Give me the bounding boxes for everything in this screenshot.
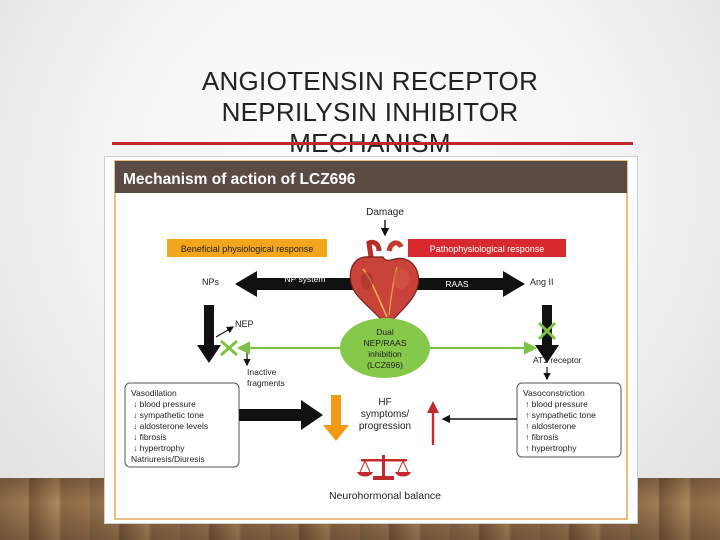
dual-line-2: NEP/RAAS	[364, 338, 407, 348]
patho-label: Pathophysiological response	[430, 244, 545, 254]
nep-label: NEP	[235, 319, 254, 329]
heart-illustration	[349, 239, 420, 329]
np-down-arrow	[197, 305, 221, 363]
inactive-line-2: fragments	[247, 378, 285, 388]
damage-label: Damage	[366, 207, 404, 218]
title-line-1: ANGIOTENSIN RECEPTOR	[201, 66, 539, 96]
vasodilation-to-hf-arrow	[239, 400, 323, 430]
hf-down-arrow	[323, 395, 349, 441]
hf-line-1: HF	[378, 397, 391, 408]
patho-bar	[408, 239, 566, 257]
right-item-5: ↑ hypertrophy	[525, 443, 577, 453]
dual-line-1: Dual	[376, 327, 394, 337]
slide-title: ANGIOTENSIN RECEPTOR NEPRILYSIN INHIBITO…	[110, 66, 630, 159]
dual-line-4: (LCZ696)	[367, 360, 403, 370]
np-system-label: NP system	[285, 274, 326, 284]
ang-down-arrow	[535, 305, 559, 363]
left-item-3: ↓ aldosterone levels	[133, 421, 208, 431]
dual-inhibition-circle	[340, 318, 430, 378]
left-box-footer: Natriuresis/Diuresis	[131, 454, 205, 464]
beneficial-bar	[167, 239, 327, 257]
nep-block-x	[220, 339, 238, 357]
right-item-4: ↑ fibrosis	[525, 432, 559, 442]
vasodilation-box	[124, 382, 240, 468]
dual-line-3: inhibition	[368, 349, 402, 359]
vasodilation-heading: Vasodilation	[131, 388, 177, 398]
neurohormonal-label: Neurohormonal balance	[329, 490, 441, 502]
left-item-5: ↓ hypertrophy	[133, 443, 185, 453]
right-item-2: ↑ sympathetic tone	[525, 410, 596, 420]
figure-header-bar	[115, 161, 627, 193]
inactive-line-1: Inactive	[247, 367, 277, 377]
nep-arrow	[215, 326, 235, 338]
right-item-3: ↑ aldosterone	[525, 421, 576, 431]
right-item-1: ↑ blood pressure	[525, 399, 588, 409]
np-system-arrow	[235, 271, 353, 297]
at1-block-x	[537, 321, 557, 341]
hf-line-2: symptoms/	[361, 409, 410, 420]
left-item-2: ↓ sympathetic tone	[133, 410, 204, 420]
mechanism-figure: Mechanism of action of LCZ696 Damage Ben…	[104, 156, 638, 524]
balance-scale-icon	[357, 455, 411, 480]
figure-header: Mechanism of action of LCZ696	[123, 171, 356, 188]
ang-ii-label: Ang II	[530, 277, 554, 287]
vasoconstriction-heading: Vasoconstriction	[523, 388, 585, 398]
title-divider	[112, 142, 633, 145]
left-item-1: ↓ blood pressure	[133, 399, 196, 409]
at1-label: AT1 receptor	[533, 355, 582, 365]
hf-up-arrow-head	[427, 401, 439, 413]
raas-label: RAAS	[445, 279, 468, 289]
vasoconstriction-box	[516, 382, 622, 458]
raas-arrow	[409, 271, 525, 297]
nps-label: NPs	[202, 277, 220, 287]
left-item-4: ↓ fibrosis	[133, 432, 167, 442]
beneficial-label: Beneficial physiological response	[181, 244, 314, 254]
hf-line-3: progression	[359, 421, 411, 432]
title-line-2: NEPRILYSIN INHIBITOR	[221, 97, 519, 127]
mechanism-diagram: Mechanism of action of LCZ696 Damage Ben…	[114, 160, 628, 520]
